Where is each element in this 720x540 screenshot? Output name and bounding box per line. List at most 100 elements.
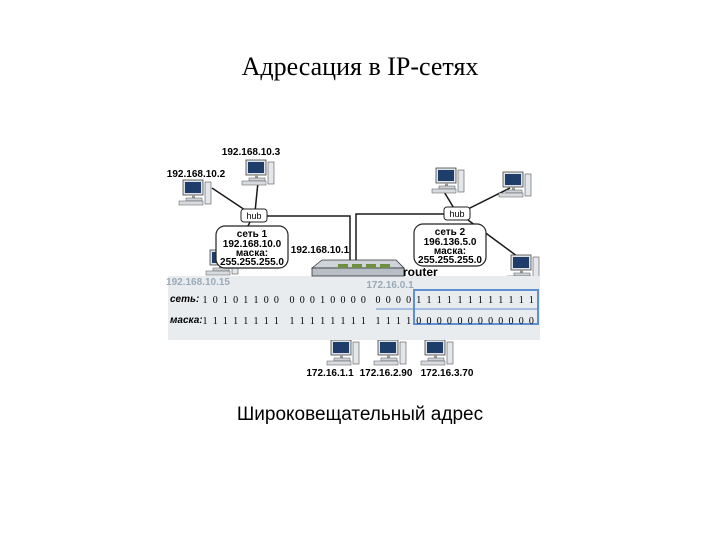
cloud-line: 255.255.255.0 (418, 255, 482, 266)
net-row-label: сеть: (170, 294, 199, 305)
bit: 1 (519, 295, 524, 306)
binary-strip (168, 276, 540, 340)
bit: 1 (213, 316, 218, 327)
computer-icon (178, 179, 212, 206)
hub-right: hub (443, 206, 471, 221)
bit: 1 (396, 316, 401, 327)
computer-icon (241, 159, 275, 186)
bit: 1 (310, 316, 315, 327)
host-ip-label-faint: 192.168.10.15 (166, 277, 230, 288)
hub-left: hub (240, 208, 268, 223)
router-label: router (403, 265, 438, 279)
bit: 1 (351, 316, 356, 327)
bit: 0 (458, 316, 463, 327)
cloud-line: сеть 2 (435, 227, 466, 238)
bit: 1 (254, 295, 259, 306)
gateway-ip-label: 192.168.10.1 (291, 245, 350, 256)
bit: 1 (437, 295, 442, 306)
bit: 0 (468, 316, 473, 327)
cloud-line: сеть 1 (237, 229, 268, 240)
bit: 1 (243, 316, 248, 327)
cloud-line: 192.168.10.0 (223, 239, 282, 250)
bit: 0 (529, 316, 534, 327)
computer-icon (431, 167, 465, 194)
bit: 1 (203, 295, 208, 306)
bit: 1 (488, 295, 493, 306)
network-2-cloud: сеть 2 196.136.5.0 маска: 255.255.255.0 (413, 223, 487, 267)
bit: 1 (376, 316, 381, 327)
cloud-line: маска: (434, 246, 466, 257)
bit: 0 (509, 316, 514, 327)
bit: 0 (330, 295, 335, 306)
bit: 0 (488, 316, 493, 327)
slide-title: Адресация в IP-сетях (241, 52, 479, 81)
host-ip-label: 172.16.3.70 (421, 368, 474, 379)
computer-icon (326, 339, 360, 366)
bit: 1 (223, 316, 228, 327)
host-ip-label: 172.16.1.1 (306, 368, 354, 379)
bit: 1 (290, 316, 295, 327)
bit: 1 (330, 316, 335, 327)
cloud-line: 196.136.5.0 (424, 237, 477, 248)
bit: 1 (406, 316, 411, 327)
bit: 0 (351, 295, 356, 306)
bit: 1 (416, 295, 421, 306)
mask-row-label: маска: (170, 315, 203, 326)
bit: 1 (427, 295, 432, 306)
bit: 1 (529, 295, 534, 306)
bit: 0 (406, 295, 411, 306)
bit: 0 (386, 295, 391, 306)
host-part-highlight (413, 289, 539, 325)
bit: 0 (290, 295, 295, 306)
computer-icon (498, 171, 532, 198)
bit: 1 (509, 295, 514, 306)
cloud-line: 255.255.255.0 (220, 257, 284, 268)
bit: 1 (458, 295, 463, 306)
host-ip-label: 192.168.10.2 (167, 169, 226, 180)
bit: 1 (274, 316, 279, 327)
router (310, 259, 405, 277)
bit: 1 (478, 295, 483, 306)
bit: 1 (320, 295, 325, 306)
cloud-line: маска: (236, 248, 268, 259)
bit: 0 (519, 316, 524, 327)
bit: 1 (320, 316, 325, 327)
bit: 1 (223, 295, 228, 306)
bit: 0 (376, 295, 381, 306)
bit: 0 (498, 316, 503, 327)
host-ip-label: 192.168.10.3 (222, 147, 281, 158)
bit: 0 (447, 316, 452, 327)
bit: 1 (243, 295, 248, 306)
bit: 1 (203, 316, 208, 327)
bit: 0 (274, 295, 279, 306)
router-ip-label-faint: 172.16.0.1 (366, 280, 414, 291)
bit: 0 (213, 295, 218, 306)
bit: 1 (468, 295, 473, 306)
bit: 1 (361, 316, 366, 327)
host-ip-label: 172.16.2.90 (360, 368, 413, 379)
bit: 1 (447, 295, 452, 306)
bit: 0 (300, 295, 305, 306)
bit: 0 (437, 316, 442, 327)
bit: 0 (416, 316, 421, 327)
bit: 0 (396, 295, 401, 306)
hub-label: hub (449, 209, 464, 219)
network-1-cloud: сеть 1 192.168.10.0 маска: 255.255.255.0 (215, 225, 289, 269)
bit: 0 (478, 316, 483, 327)
hub-label: hub (246, 211, 261, 221)
bit: 0 (310, 295, 315, 306)
bit: 0 (341, 295, 346, 306)
bit: 1 (254, 316, 259, 327)
computer-icon (420, 339, 454, 366)
bit: 1 (300, 316, 305, 327)
bit: 0 (361, 295, 366, 306)
bit: 0 (233, 295, 238, 306)
bit: 0 (427, 316, 432, 327)
bit: 1 (386, 316, 391, 327)
bit: 1 (233, 316, 238, 327)
caption: Широковещательный адрес (236, 404, 484, 425)
bit: 1 (264, 316, 269, 327)
bit: 1 (498, 295, 503, 306)
